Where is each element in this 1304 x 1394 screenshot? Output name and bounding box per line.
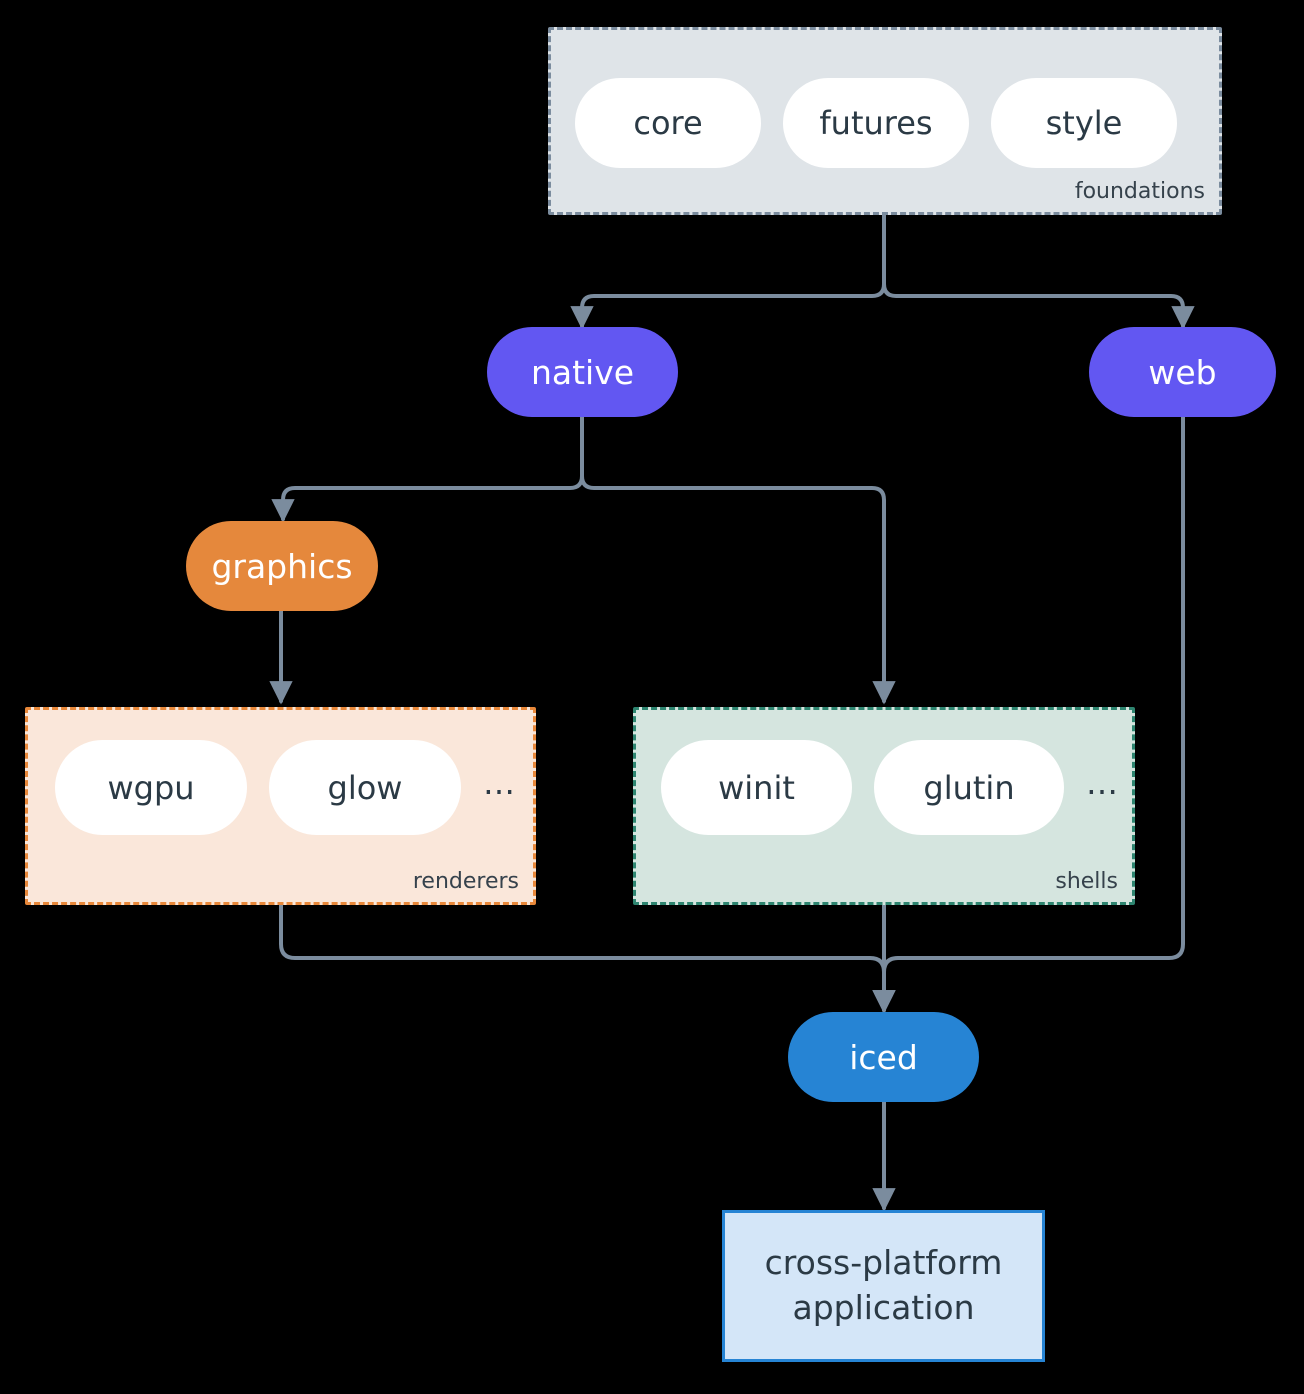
foundations-chip-row: core futures style: [575, 78, 1177, 168]
chip-futures[interactable]: futures: [783, 78, 969, 168]
cluster-shells: winit glutin … shells: [633, 707, 1135, 905]
cluster-label-shells: shells: [1055, 869, 1118, 894]
shells-chip-row: winit glutin …: [661, 740, 1120, 835]
edge-native-shells: [580, 415, 896, 705]
chip-core[interactable]: core: [575, 78, 761, 168]
edge-native-graphics: [271, 415, 584, 523]
edge-foundations-web: [882, 214, 1195, 330]
node-web[interactable]: web: [1089, 327, 1276, 417]
renderers-ellipsis: …: [483, 763, 517, 802]
edge-foundations-native: [570, 214, 886, 330]
node-cross-platform-application[interactable]: cross-platform application: [722, 1210, 1045, 1362]
cluster-label-renderers: renderers: [412, 869, 519, 894]
edge-renderers-iced: [279, 903, 896, 1014]
chip-glutin[interactable]: glutin: [874, 740, 1064, 835]
node-graphics[interactable]: graphics: [186, 521, 378, 611]
renderers-chip-row: wgpu glow …: [55, 740, 517, 835]
application-line-1: cross-platform: [764, 1243, 1003, 1283]
chip-wgpu[interactable]: wgpu: [55, 740, 247, 835]
cluster-foundations: core futures style foundations: [548, 27, 1222, 215]
cluster-label-foundations: foundations: [1074, 179, 1205, 204]
cluster-renderers: wgpu glow … renderers: [25, 707, 536, 905]
chip-winit[interactable]: winit: [661, 740, 852, 835]
shells-ellipsis: …: [1086, 763, 1120, 802]
chip-glow[interactable]: glow: [269, 740, 461, 835]
application-line-2: application: [792, 1288, 975, 1327]
node-native[interactable]: native: [487, 327, 678, 417]
chip-style[interactable]: style: [991, 78, 1177, 168]
node-iced[interactable]: iced: [788, 1012, 979, 1102]
